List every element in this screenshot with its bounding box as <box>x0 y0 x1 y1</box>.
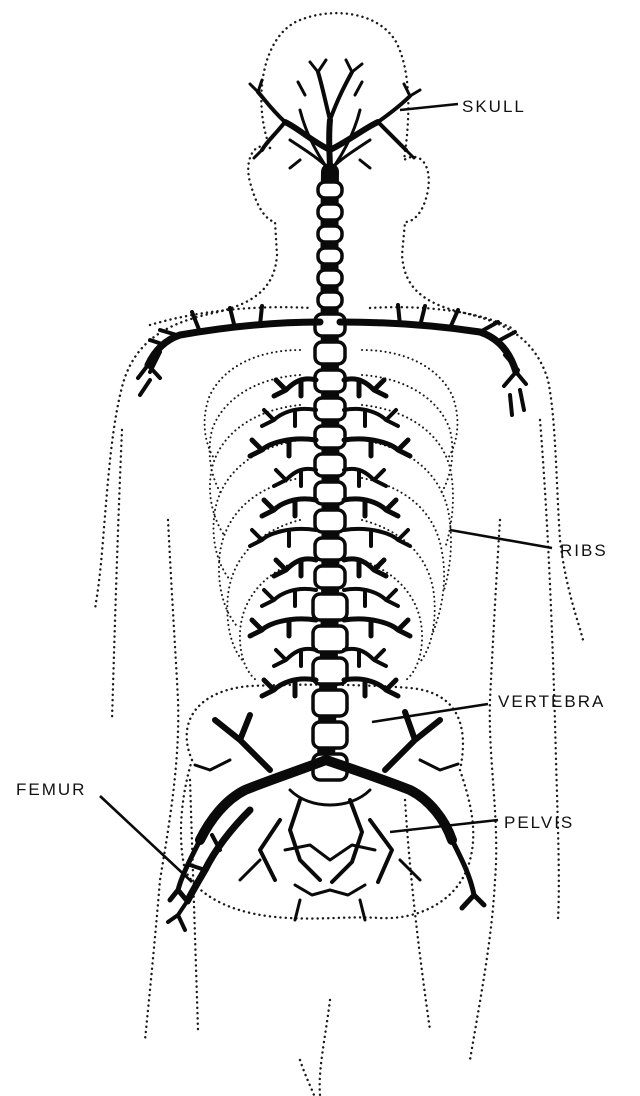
ribs-label: RIBS <box>560 541 608 560</box>
vertebral-body <box>315 538 345 560</box>
pelvis-label: PELVIS <box>504 813 574 832</box>
vertebral-bodies <box>313 182 347 780</box>
vertebral-body <box>315 398 345 420</box>
rib-vessel-branch <box>262 409 316 426</box>
rib-vessel-branch <box>344 589 398 606</box>
vertebral-body <box>315 426 345 448</box>
rib-vessel-branch <box>274 379 316 396</box>
vertebral-body <box>318 248 342 264</box>
rib-vessel-branch <box>344 619 410 636</box>
vertebral-body <box>315 454 345 476</box>
vertebral-body <box>315 370 345 392</box>
vertebral-column <box>313 172 347 780</box>
skull-leader <box>400 104 458 110</box>
rib-vessel-branch <box>344 529 410 546</box>
vertebral-body <box>315 342 345 364</box>
vertebral-body <box>315 510 345 532</box>
vertebral-body <box>313 722 347 748</box>
rib-vessel-branch <box>344 439 410 456</box>
rib-vessel-branch <box>344 499 398 516</box>
vertebral-body <box>318 204 342 220</box>
vertebral-body <box>315 566 345 588</box>
rib-vessel-branch <box>274 469 316 486</box>
vertebra-label: VERTEBRA <box>498 692 605 711</box>
vertebral-body <box>318 182 342 198</box>
rib-vessel-branch <box>250 529 316 546</box>
vertebral-body <box>313 690 347 716</box>
ribs-leader <box>450 530 552 548</box>
femur-label: FEMUR <box>16 780 86 799</box>
rib-vessel-branch <box>262 679 316 696</box>
rib-vessel-branch <box>262 499 316 516</box>
rib-vessel-branch <box>344 469 386 486</box>
rib-vessel-branch <box>344 649 386 666</box>
rib-vessel-branch <box>250 439 316 456</box>
rib-vessel-branch <box>344 379 386 396</box>
vertebral-body <box>313 626 347 652</box>
rib-vessel-branch <box>274 559 316 576</box>
skull-vessel-network <box>250 60 420 172</box>
skull-label: SKULL <box>462 97 526 116</box>
femur-leader <box>100 796 192 882</box>
rib-vessel-branch <box>344 679 398 696</box>
rib-vessel-branch <box>274 649 316 666</box>
vertebral-body <box>318 270 342 286</box>
rib-vessel-branch <box>262 589 316 606</box>
vertebra-leader <box>372 704 488 722</box>
vertebral-body <box>313 594 347 620</box>
vertebral-body <box>315 482 345 504</box>
vertebral-body <box>318 226 342 242</box>
vertebral-body <box>318 292 342 308</box>
rib-vessel-branch <box>344 559 386 576</box>
rib-vessel-branch <box>250 619 316 636</box>
